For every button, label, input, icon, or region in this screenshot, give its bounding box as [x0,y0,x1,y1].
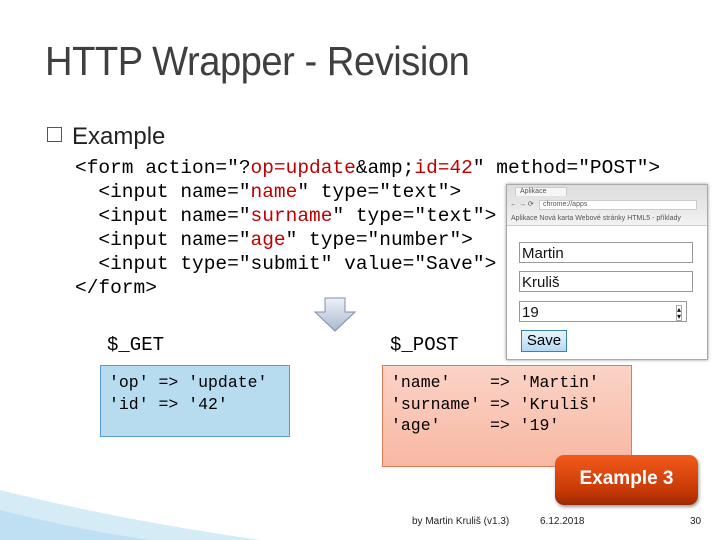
browser-toolbar: Aplikace ← → ⟳ chrome://apps Aplikace No… [507,185,707,226]
get-label: $_GET [107,334,165,356]
post-label: $_POST [390,334,459,356]
save-button: Save [521,330,567,352]
footer-page-number: 30 [690,516,702,527]
surname-input: Kruliš [519,271,693,292]
page-title: HTTP Wrapper - Revision [45,38,470,84]
example-3-button[interactable]: Example 3 [555,455,698,505]
post-array-box: 'name' => 'Martin' 'surname' => 'Kruliš'… [382,365,632,467]
nav-icons: ← → ⟳ [510,201,534,208]
form-code: <form action="?op=update&amp;id=42" meth… [75,157,661,299]
post-values: 'name' => 'Martin' 'surname' => 'Kruliš'… [391,373,599,435]
browser-screenshot: Aplikace ← → ⟳ chrome://apps Aplikace No… [506,184,708,360]
footer-author: by Martin Kruliš (v1.3) [412,516,510,527]
bookmarks-bar: Aplikace Nová karta Webové stránky HTML5… [511,215,681,222]
bullet-box-icon [47,127,62,142]
name-input: Martin [519,242,693,263]
url-bar: chrome://apps [539,200,697,210]
get-values: 'op' => 'update' 'id' => '42' [109,373,268,414]
footer-date: 6.12.2018 [540,516,585,527]
spinner-icon: ▴▾ [675,305,682,321]
get-array-box: 'op' => 'update' 'id' => '42' [100,365,290,437]
browser-tab: Aplikace [515,187,568,196]
down-arrow-icon [313,297,357,332]
bullet-text: Example [72,123,166,150]
age-input: 19▴▾ [519,301,687,322]
bullet-example: Example [47,123,165,151]
decorative-swoosh [0,490,260,540]
